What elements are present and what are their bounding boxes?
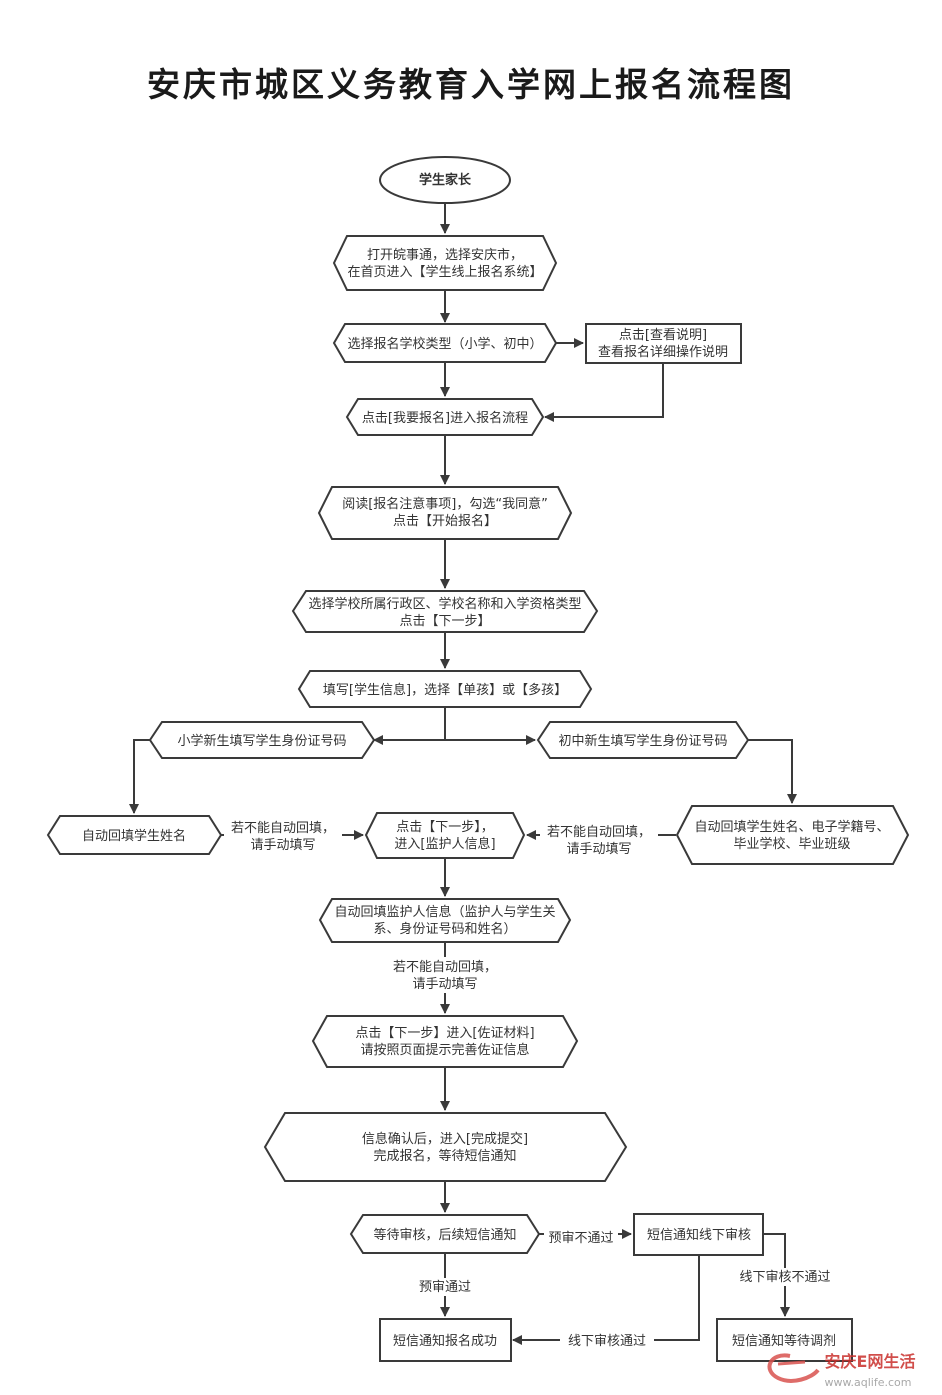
- watermark: 安庆E网生活 www.aqlife.com: [767, 1352, 916, 1389]
- watermark-logo-icon: [767, 1353, 820, 1383]
- node-auto-guardian-line2: 系、身份证号码和姓名）: [373, 921, 516, 937]
- edge-n8-n10: [129, 739, 150, 814]
- edge-label-guardian-manual: 若不能自动回填，: [393, 959, 497, 975]
- node-start-label: 学生家长: [419, 172, 472, 188]
- node-view-instructions-line1: 点击[查看说明]: [619, 327, 707, 343]
- node-auto-student-details-line1: 自动回填学生姓名、电子学籍号、: [694, 819, 889, 835]
- node-fill-student-info-label: 填写[学生信息]，选择【单孩】或【多孩】: [323, 682, 567, 698]
- node-next-guardian-line1: 点击【下一步】，: [396, 820, 494, 835]
- node-wait-review-label: 等待审核，后续短信通知: [373, 1227, 516, 1243]
- node-select-school-line1: 选择学校所属行政区、学校名称和入学资格类型: [308, 596, 581, 612]
- node-auto-guardian-line1: 自动回填监护人信息（监护人与学生关: [334, 904, 555, 920]
- edge-label-left-manual: 若不能自动回填，: [231, 820, 335, 836]
- node-view-instructions: 点击[查看说明] 查看报名详细操作说明: [585, 323, 742, 364]
- node-submit-line2: 完成报名，等待短信通知: [373, 1148, 516, 1164]
- node-next-guardian-line2: 进入[监护人信息]: [394, 836, 495, 852]
- edge-label-right-manual-2: 请手动填写: [566, 842, 631, 857]
- edge-labels: 若不能自动回填， 请手动填写 若不能自动回填， 请手动填写 若不能自动回填， 请…: [224, 818, 837, 1350]
- node-auto-name-label: 自动回填学生姓名: [82, 828, 186, 844]
- edge-label-pre-fail: 预审不通过: [548, 1231, 613, 1246]
- node-supporting-docs-line2: 请按照页面提示完善佐证信息: [360, 1042, 529, 1058]
- node-select-school-line2: 点击【下一步】: [399, 614, 490, 629]
- node-auto-name: 自动回填学生姓名: [46, 815, 223, 855]
- page-title: 安庆市城区义务教育入学网上报名流程图: [147, 65, 795, 104]
- node-next-guardian: 点击【下一步】， 进入[监护人信息]: [364, 812, 526, 859]
- node-start-signup: 点击[我要报名]进入报名流程: [345, 398, 545, 436]
- edge-n3-n4: [544, 363, 664, 422]
- node-open-app-line1: 打开皖事通，选择安庆市，: [367, 247, 523, 263]
- node-wait-allocation-label: 短信通知等待调剂: [732, 1333, 836, 1349]
- node-auto-student-details-line2: 毕业学校、毕业班级: [733, 836, 850, 852]
- watermark-brand: 安庆E网生活: [825, 1352, 916, 1371]
- edge-label-offline-pass: 线下审核通过: [568, 1334, 646, 1349]
- node-junior-id-label: 初中新生填写学生身份证号码: [558, 733, 727, 749]
- node-choose-school-type: 选择报名学校类型（小学、初中）: [332, 323, 558, 363]
- node-start: 学生家长: [379, 156, 511, 204]
- node-read-notice-line1: 阅读[报名注意事项]，勾选“我同意”: [342, 496, 548, 512]
- node-primary-id-label: 小学新生填写学生身份证号码: [177, 733, 346, 749]
- node-supporting-docs: 点击【下一步】进入[佐证材料] 请按照页面提示完善佐证信息: [311, 1015, 579, 1068]
- node-view-instructions-line2: 查看报名详细操作说明: [598, 344, 728, 360]
- nodes: 学生家长 打开皖事通，选择安庆市， 在首页进入【学生线上报名系统】 选择报名学校…: [46, 156, 910, 1362]
- node-offline-review: 短信通知线下审核: [633, 1213, 764, 1256]
- node-read-notice: 阅读[报名注意事项]，勾选“我同意” 点击【开始报名】: [317, 486, 573, 540]
- node-signup-success-label: 短信通知报名成功: [393, 1333, 497, 1349]
- watermark-url: www.aqlife.com: [825, 1376, 912, 1389]
- node-submit-line1: 信息确认后，进入[完成提交]: [362, 1131, 528, 1147]
- edge-n17-n19: [763, 1233, 790, 1317]
- node-choose-school-type-label: 选择报名学校类型（小学、初中）: [347, 336, 542, 352]
- node-primary-id: 小学新生填写学生身份证号码: [148, 721, 376, 759]
- node-junior-id: 初中新生填写学生身份证号码: [536, 721, 750, 759]
- node-submit: 信息确认后，进入[完成提交] 完成报名，等待短信通知: [263, 1112, 628, 1182]
- edge-label-guardian-manual-2: 请手动填写: [412, 977, 477, 992]
- node-fill-student-info: 填写[学生信息]，选择【单孩】或【多孩】: [297, 670, 593, 708]
- node-auto-guardian: 自动回填监护人信息（监护人与学生关 系、身份证号码和姓名）: [318, 898, 572, 943]
- edge-n17-n18: [512, 1256, 700, 1345]
- edge-label-offline-fail: 线下审核不通过: [739, 1270, 830, 1285]
- node-auto-student-details: 自动回填学生姓名、电子学籍号、 毕业学校、毕业班级: [675, 805, 910, 865]
- edge-label-right-manual: 若不能自动回填，: [547, 824, 651, 840]
- node-open-app-line2: 在首页进入【学生线上报名系统】: [347, 264, 542, 280]
- node-start-signup-label: 点击[我要报名]进入报名流程: [362, 410, 528, 426]
- edge-label-pre-pass: 预审通过: [419, 1280, 471, 1295]
- node-select-school: 选择学校所属行政区、学校名称和入学资格类型 点击【下一步】: [291, 590, 599, 633]
- node-open-app: 打开皖事通，选择安庆市， 在首页进入【学生线上报名系统】: [332, 235, 558, 291]
- node-signup-success: 短信通知报名成功: [379, 1318, 512, 1362]
- node-read-notice-line2: 点击【开始报名】: [393, 513, 497, 529]
- node-offline-review-label: 短信通知线下审核: [647, 1227, 751, 1243]
- node-supporting-docs-line1: 点击【下一步】进入[佐证材料]: [355, 1026, 534, 1041]
- node-wait-review: 等待审核，后续短信通知: [349, 1214, 541, 1254]
- edge-label-left-manual-2: 请手动填写: [250, 838, 315, 853]
- edge-n9-n12: [748, 739, 797, 804]
